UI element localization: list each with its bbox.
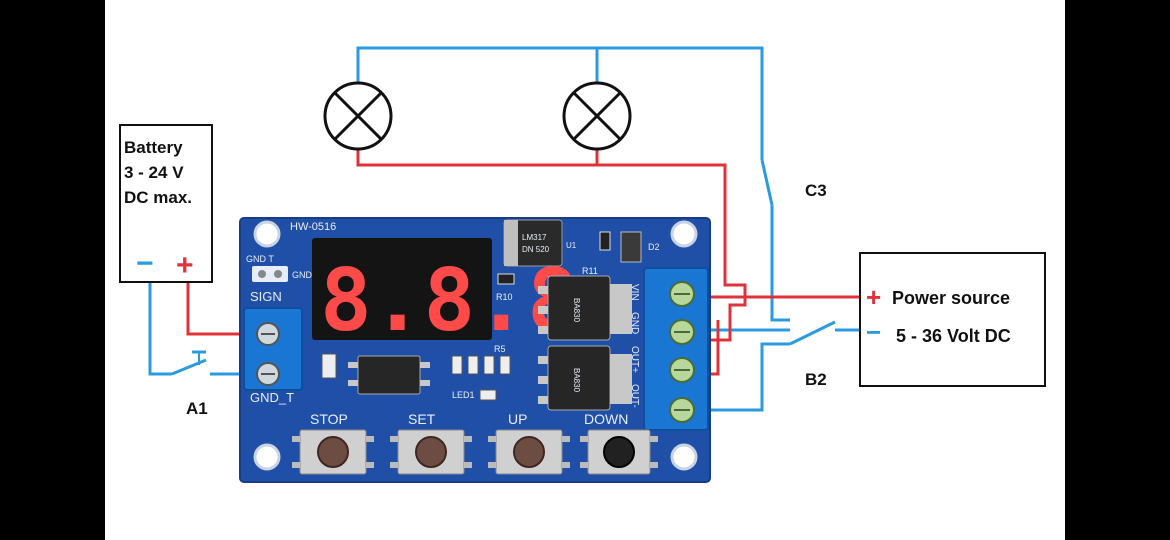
battery-label-line2: 3 - 24 V [124, 163, 184, 182]
red-wires [186, 148, 870, 376]
button-set-label: SET [408, 411, 436, 427]
stop-button[interactable] [292, 429, 374, 475]
terminal-out-plus-label: OUT+ [629, 346, 640, 373]
up-button[interactable] [488, 429, 570, 475]
r10-label: R10 [496, 292, 513, 302]
mosfet-upper: BA830 [538, 275, 632, 341]
signal-terminal-block [243, 307, 303, 391]
power-source-label-line2: 5 - 36 Volt DC [896, 326, 1011, 346]
power-source-box: + Power source − 5 - 36 Volt DC [859, 252, 1046, 387]
button-up-label: UP [508, 411, 527, 427]
battery-label-line3: DC max. [124, 188, 192, 207]
board-sign-label: SIGN [250, 289, 282, 304]
terminal-gnd-label: GND [629, 312, 640, 334]
lamp-left [323, 81, 393, 151]
power-minus-sign: − [866, 317, 881, 347]
resistor-array [321, 353, 511, 379]
board-gnd-small-label: GND [292, 270, 313, 280]
mount-hole-tl [253, 220, 281, 248]
mosfet-upper-label: BA830 [572, 298, 581, 323]
power-plus-sign: + [866, 282, 881, 312]
r5-label: R5 [494, 344, 506, 354]
terminal-out-minus-label: OUT- [629, 384, 640, 408]
terminal-vin-label: VIN [629, 284, 640, 301]
regulator-label-line2: DN 520 [522, 245, 550, 254]
optocoupler [348, 355, 430, 395]
power-source-label-line1: Power source [892, 288, 1010, 308]
switch-c3-blade [760, 159, 774, 206]
mount-hole-tr [670, 220, 698, 248]
set-button[interactable] [390, 429, 472, 475]
u1-label: U1 [566, 241, 577, 250]
battery-label-line1: Battery [124, 138, 183, 157]
mount-hole-br [670, 443, 698, 471]
board-gnd-t-label: GND_T [250, 390, 294, 405]
mosfet-lower: BA830 [538, 345, 632, 411]
battery-plus-sign: + [176, 249, 194, 282]
battery-box: Battery 3 - 24 V DC max. − + [119, 124, 213, 283]
switch-a1-label: A1 [186, 399, 208, 418]
voltage-regulator: LM317 DN 520 U1 [503, 219, 577, 267]
switch-b2-blade [789, 320, 836, 346]
d2-label: D2 [648, 242, 660, 252]
switch-a1-blade [171, 358, 207, 376]
mount-hole-bl [253, 443, 281, 471]
button-stop-label: STOP [310, 411, 348, 427]
lamp-right [562, 81, 632, 151]
button-down-label: DOWN [584, 411, 628, 427]
switch-b2-label: B2 [805, 370, 827, 389]
down-button[interactable] [580, 429, 658, 475]
board-gnd-t-top-label: GND T [246, 254, 274, 264]
board-model-label: HW-0516 [290, 221, 336, 233]
switch-c3-label: C3 [805, 181, 827, 200]
relay-board: HW-0516 GND T GND SIGN GND_T 8.8.8. LM31… [239, 217, 711, 483]
r11-label: R11 [582, 266, 598, 276]
blue-wires [148, 46, 860, 412]
mosfet-lower-label: BA830 [572, 368, 581, 393]
led1-label: LED1 [452, 390, 475, 400]
battery-minus-sign: − [136, 247, 154, 280]
regulator-label-line1: LM317 [522, 233, 547, 242]
power-terminal-block [643, 267, 709, 431]
